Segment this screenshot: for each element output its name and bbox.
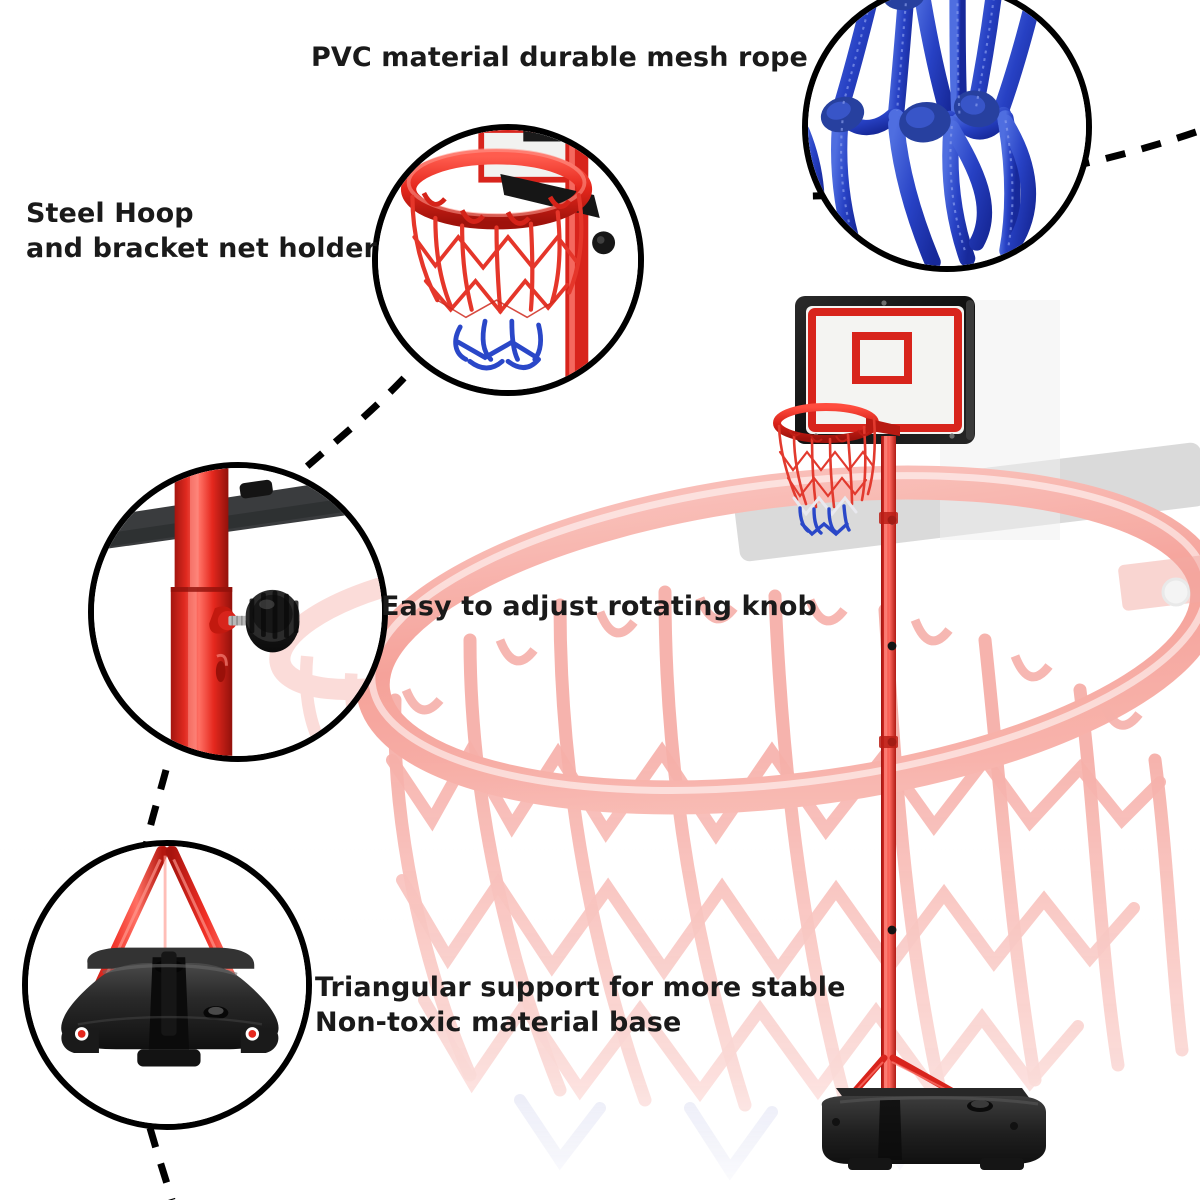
steel-hoop-callout — [372, 124, 644, 396]
label-triangular-base: Triangular support for more stable Non-t… — [315, 972, 846, 1039]
rim-and-net — [773, 403, 900, 537]
rotating-knob-callout — [88, 462, 388, 762]
triangular-base-callout — [22, 840, 312, 1130]
label-pvc-mesh-rope: PVC material durable mesh rope — [311, 42, 808, 73]
pvc-mesh-rope-callout — [802, 0, 1092, 272]
telescoping-pole — [879, 436, 898, 1108]
connector-mesh-to-hoop — [811, 128, 1198, 200]
weighted-base — [821, 1088, 1046, 1170]
knob-body — [245, 589, 300, 653]
connector-hoop-to-knob — [293, 375, 407, 479]
label-rotating-knob: Easy to adjust rotating knob — [381, 591, 817, 622]
label-steel-hoop: Steel Hoop and bracket net holder — [26, 198, 377, 265]
connector-base-outgoing — [146, 1127, 176, 1200]
connector-knob-to-base — [142, 769, 170, 847]
